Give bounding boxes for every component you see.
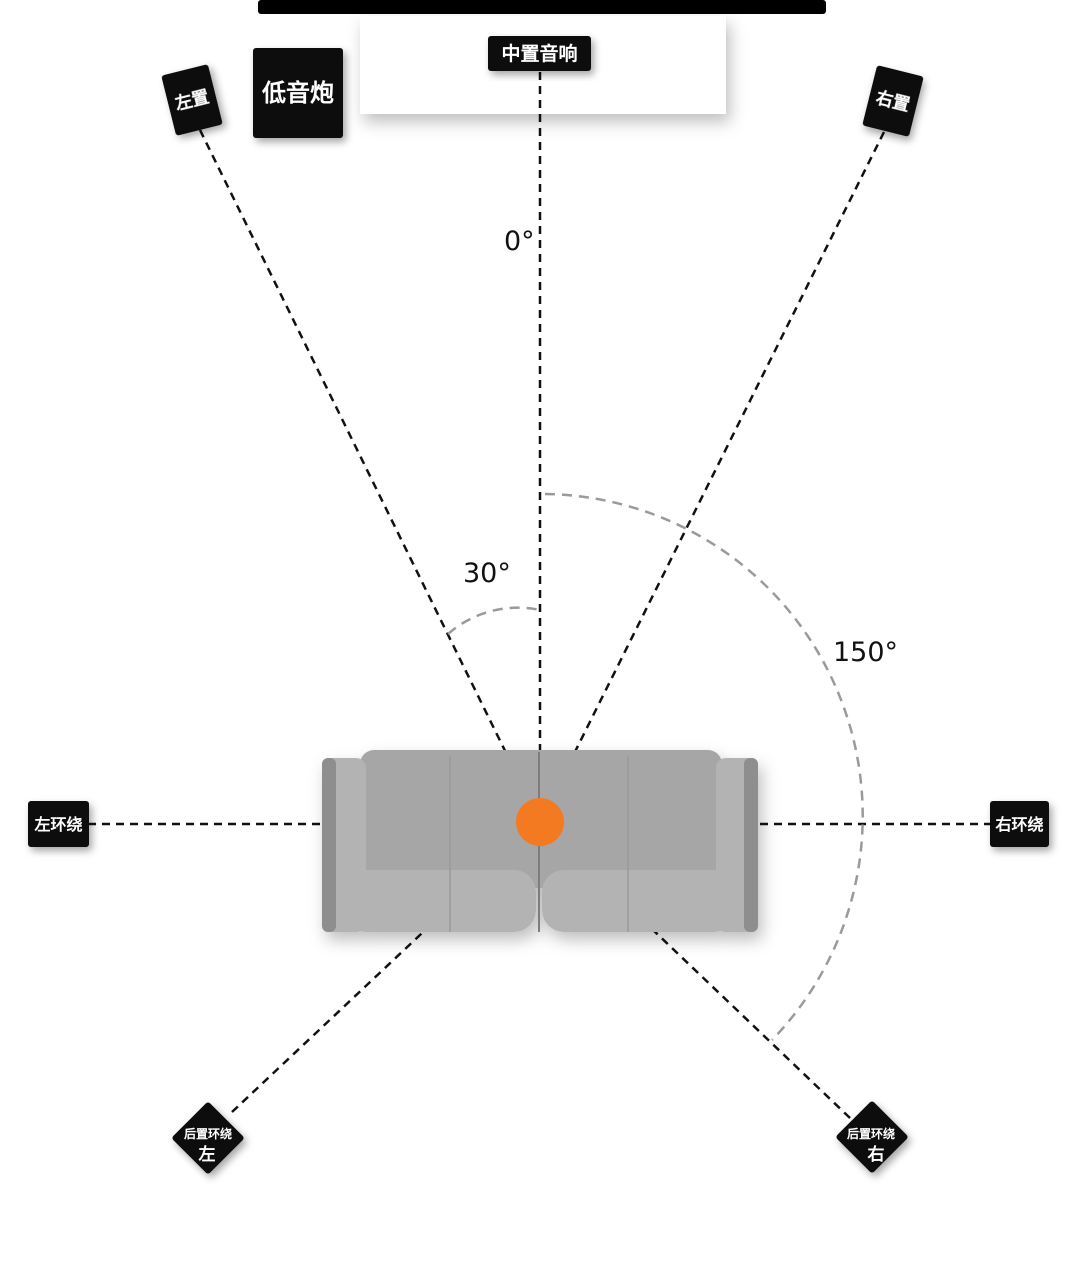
speaker-front-right: 右置 bbox=[862, 65, 924, 137]
speaker-rear-left-line1: 后置环绕 bbox=[184, 1126, 232, 1141]
angle-label-center: 0° bbox=[504, 226, 535, 257]
angle-arcs bbox=[447, 492, 864, 1041]
speaker-surround-right-label: 右环绕 bbox=[995, 815, 1043, 834]
line-front-left bbox=[198, 129, 542, 823]
listener-dot-icon bbox=[516, 798, 564, 846]
speaker-surround-left: 左环绕 bbox=[28, 801, 89, 847]
speaker-center: 中置音响 bbox=[488, 36, 591, 71]
speaker-rear-right-line2: 右 bbox=[868, 1144, 885, 1165]
speaker-surround-right: 右环绕 bbox=[990, 801, 1049, 847]
direction-lines bbox=[88, 72, 992, 1119]
screen-bar bbox=[258, 0, 826, 14]
speaker-center-label: 中置音响 bbox=[501, 42, 577, 65]
speaker-rear-left: 后置环绕 左 bbox=[172, 1102, 244, 1174]
speaker-rear-right: 后置环绕 右 bbox=[836, 1101, 908, 1173]
angle-label-rear: 150° bbox=[833, 637, 898, 668]
speaker-rear-right-line1: 后置环绕 bbox=[847, 1126, 895, 1141]
speaker-surround-left-label: 左环绕 bbox=[33, 815, 82, 834]
arc-30 bbox=[447, 606, 541, 635]
speaker-rear-left-line2: 左 bbox=[199, 1144, 216, 1165]
angle-label-front: 30° bbox=[463, 558, 511, 589]
speaker-subwoofer-label: 低音炮 bbox=[261, 79, 334, 107]
speaker-subwoofer: 低音炮 bbox=[253, 48, 343, 138]
speaker-front-left: 左置 bbox=[161, 64, 223, 136]
line-front-right bbox=[538, 131, 886, 823]
arc-150 bbox=[544, 492, 864, 1041]
